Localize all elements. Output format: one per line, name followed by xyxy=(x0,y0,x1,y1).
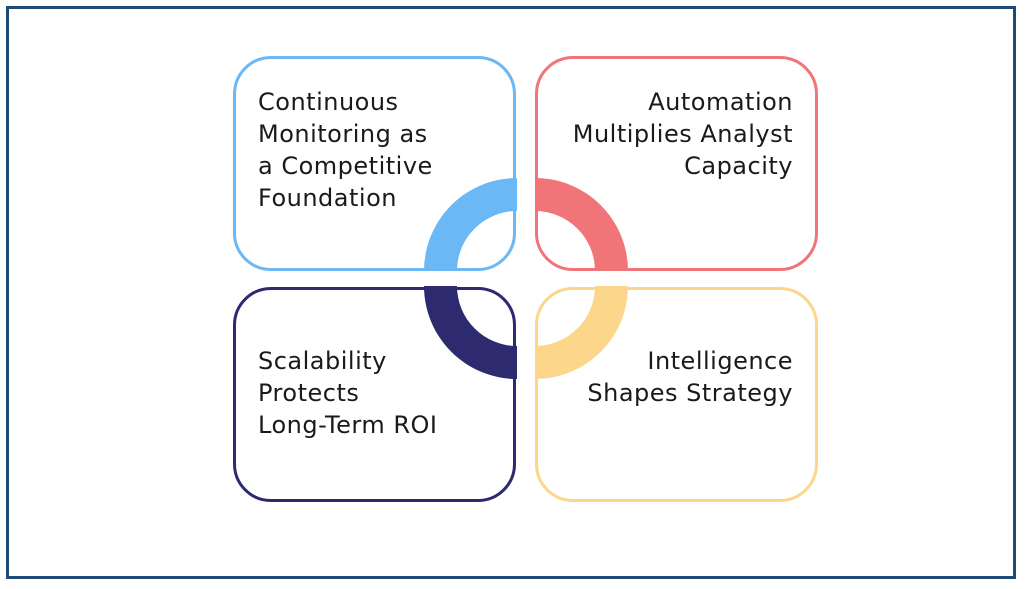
card-intelligence: Intelligence Shapes Strategy xyxy=(535,287,818,502)
card-line: Capacity xyxy=(684,152,793,180)
card-text-continuous-monitoring: Continuous Monitoring as a Competitive F… xyxy=(258,86,433,214)
card-line: Automation xyxy=(648,88,793,116)
card-line: Monitoring as xyxy=(258,120,428,148)
card-text-scalability: Scalability Protects Long-Term ROI xyxy=(258,345,437,441)
card-line: Shapes Strategy xyxy=(587,379,793,407)
card-text-automation: Automation Multiplies Analyst Capacity xyxy=(573,86,793,182)
card-text-intelligence: Intelligence Shapes Strategy xyxy=(587,345,793,409)
card-line: Foundation xyxy=(258,184,397,212)
card-line: a Competitive xyxy=(258,152,433,180)
card-scalability: Scalability Protects Long-Term ROI xyxy=(233,287,516,502)
card-line: Intelligence xyxy=(647,347,793,375)
card-line: Multiplies Analyst xyxy=(572,120,793,148)
card-line: Scalability xyxy=(258,347,387,375)
card-line: Protects xyxy=(258,379,360,407)
card-line: Continuous xyxy=(258,88,399,116)
card-automation: Automation Multiplies Analyst Capacity xyxy=(535,56,818,271)
card-line: Long-Term ROI xyxy=(258,411,438,439)
card-continuous-monitoring: Continuous Monitoring as a Competitive F… xyxy=(233,56,516,271)
